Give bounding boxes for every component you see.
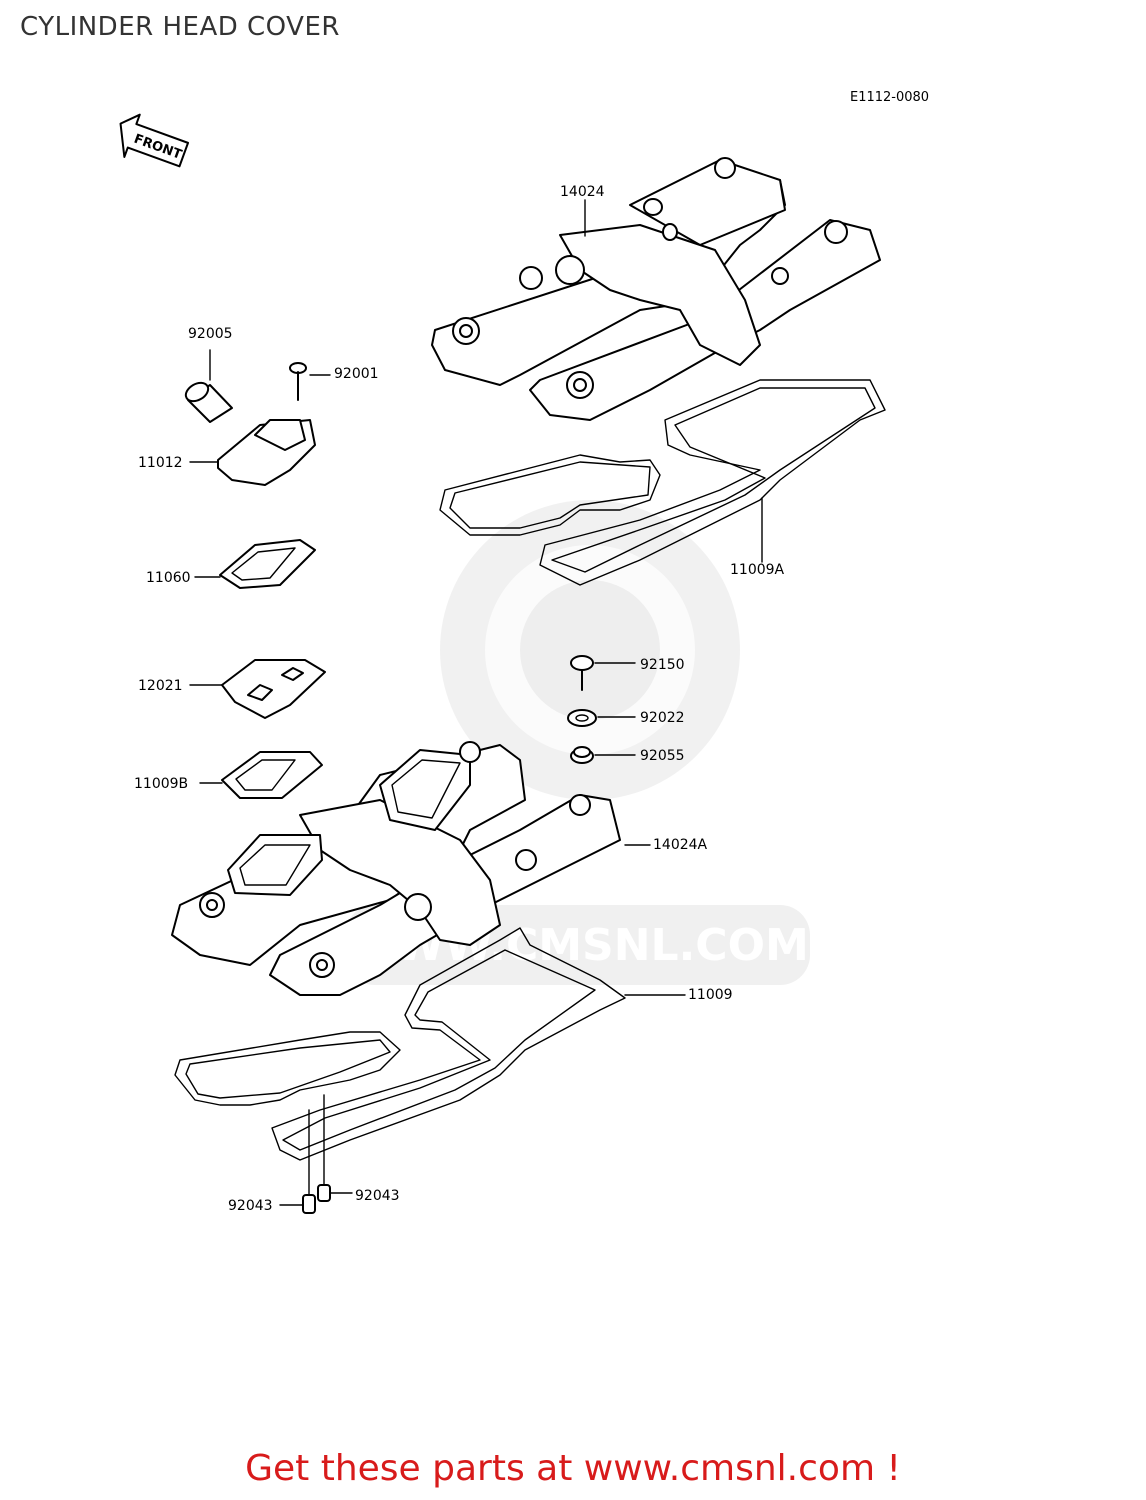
part-label-11009[interactable]: 11009 (688, 987, 733, 1003)
part-92043-dowel-right[interactable] (317, 1094, 353, 1202)
part-11012-breather-cover[interactable] (189, 419, 316, 486)
part-label-92150[interactable]: 92150 (640, 657, 685, 673)
part-label-12021[interactable]: 12021 (138, 678, 183, 694)
part-label-92055[interactable]: 92055 (640, 748, 685, 764)
part-11009B-gasket[interactable] (199, 751, 323, 799)
get-parts-link[interactable]: Get these parts at www.cmsnl.com ! (245, 1448, 901, 1489)
part-12021-reed-plate[interactable] (189, 659, 326, 719)
cylinder-head-cover-14024[interactable] (431, 157, 881, 421)
part-label-92043-right[interactable]: 92043 (355, 1188, 400, 1204)
part-label-92005[interactable]: 92005 (188, 326, 233, 342)
cylinder-head-cover-14024A[interactable] (171, 741, 651, 996)
part-92043-dowel-left[interactable] (279, 1109, 316, 1214)
page-title: CYLINDER HEAD COVER (20, 12, 340, 42)
part-92005-plug[interactable] (183, 349, 233, 423)
part-11009-gasket[interactable] (174, 927, 686, 1161)
gasket-11009A[interactable] (439, 379, 886, 586)
front-arrow-icon: FRONT (119, 113, 190, 168)
part-92150-bolt[interactable] (570, 655, 636, 691)
part-label-14024[interactable]: 14024 (560, 184, 605, 200)
part-label-92043-left[interactable]: 92043 (228, 1198, 273, 1214)
part-11060-gasket[interactable] (194, 539, 316, 589)
part-92055-grommet[interactable] (570, 746, 636, 764)
part-92022-washer[interactable] (567, 709, 636, 727)
part-label-92022[interactable]: 92022 (640, 710, 685, 726)
part-label-11012[interactable]: 11012 (138, 455, 183, 471)
part-label-14024A[interactable]: 14024A (653, 837, 708, 853)
part-label-11009A[interactable]: 11009A (730, 562, 785, 578)
part-92001-bolt[interactable] (289, 362, 331, 401)
part-label-92001[interactable]: 92001 (334, 366, 379, 382)
leader-lines (584, 199, 763, 563)
part-label-11060[interactable]: 11060 (146, 570, 191, 586)
diagram-code: E1112-0080 (850, 90, 930, 105)
part-label-11009B[interactable]: 11009B (134, 776, 189, 792)
